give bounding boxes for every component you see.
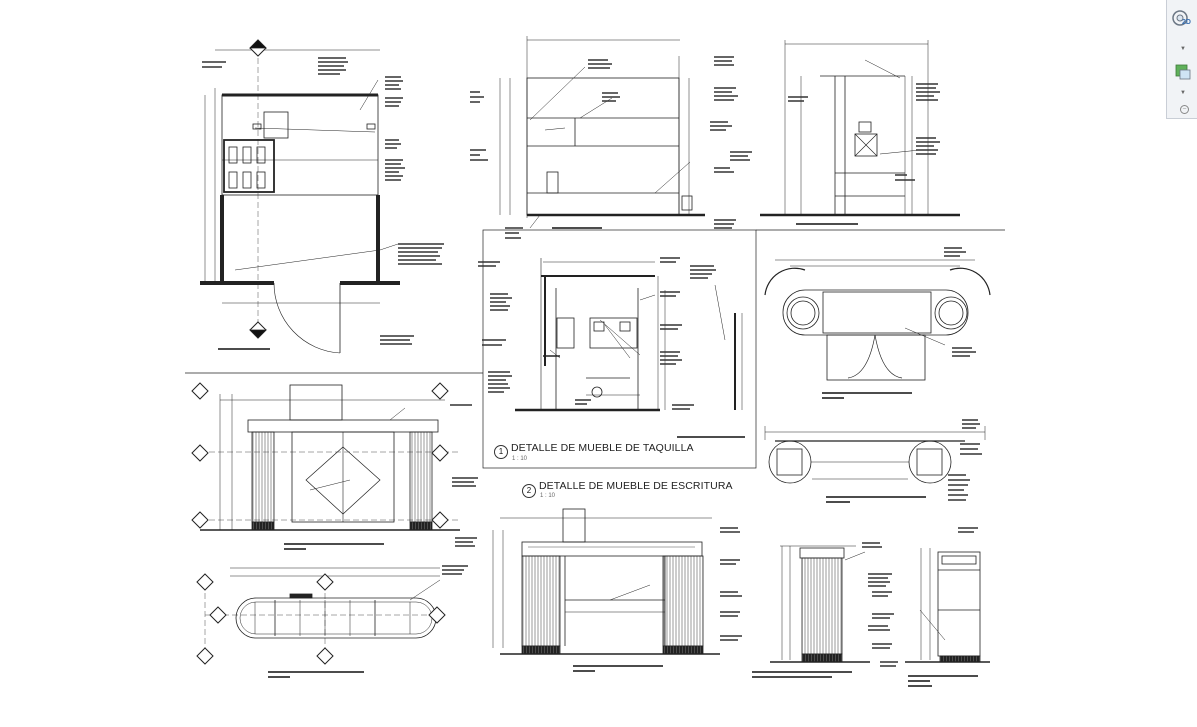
caret-down-icon[interactable]: ▼: [1180, 46, 1186, 52]
navigation-toolbar: 2D ▼ ▼ –: [1166, 0, 1197, 119]
layer-button[interactable]: [1171, 62, 1195, 84]
sheet-frames: [185, 229, 1005, 469]
view-mode-label: 2D: [1182, 19, 1191, 26]
seccion-ee-view: [492, 508, 720, 655]
scroll-handle-icon[interactable]: –: [1180, 105, 1189, 114]
detail-1-scale: 1 : 10: [512, 456, 528, 462]
detail-2-scale: 1 : 10: [540, 493, 556, 499]
escritura-planta-top: [764, 259, 991, 381]
seccion-dd-view: [196, 567, 446, 665]
caret-down-icon[interactable]: ▼: [1180, 90, 1186, 96]
layer-icon: [1175, 64, 1191, 80]
detail-2-number: 2: [522, 484, 536, 498]
planta-apoyo-view: [764, 426, 986, 484]
viewcube-icon: [1172, 10, 1188, 26]
seccion-aa2-view: [905, 548, 990, 663]
vista-frontal-view: [499, 36, 705, 229]
viewcube-button[interactable]: 2D: [1171, 8, 1195, 30]
annotation-blocks: [202, 56, 982, 667]
detail-2-title: DETALLE DE MUEBLE DE ESCRITURA: [539, 480, 733, 492]
elevacion-frontal-view: [191, 382, 460, 531]
vista-lateral-view: [760, 40, 960, 217]
planta-view: [200, 39, 400, 354]
detail-1-number: 1: [494, 445, 508, 459]
detail-1-title: DETALLE DE MUEBLE DE TAQUILLA: [511, 442, 694, 454]
caption-stubs: [218, 223, 978, 687]
seccion-aa-view: [515, 258, 743, 412]
elevacion-lateral-view: [770, 545, 870, 663]
